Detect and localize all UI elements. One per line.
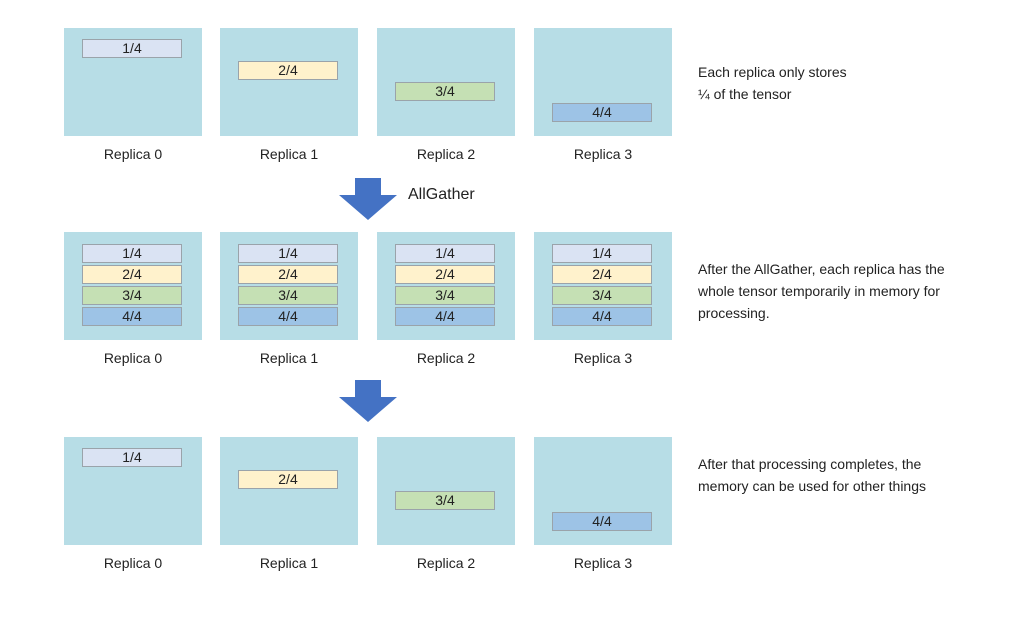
allgather-label: AllGather [408, 186, 475, 203]
replica-label: Replica 0 [103, 350, 163, 366]
shard-4: 4/4 [395, 307, 495, 326]
replica-box: 1/4 2/4 3/4 4/4 [220, 232, 358, 340]
replica-box: 1/4 2/4 3/4 4/4 [534, 232, 672, 340]
replica-label: Replica 3 [573, 146, 633, 162]
shard-2: 2/4 [552, 265, 652, 284]
shard-3: 3/4 [82, 286, 182, 305]
shard-2: 2/4 [238, 61, 338, 80]
note-line: memory can be used for other things [698, 478, 927, 494]
shard-3: 3/4 [395, 491, 495, 510]
replica-label: Replica 3 [573, 555, 633, 571]
arrow-down-icon [339, 178, 397, 220]
arrow-down-icon [339, 380, 397, 422]
shard-4: 4/4 [552, 512, 652, 531]
stage3-note: After that processing completes, the mem… [698, 453, 1008, 497]
replica-box: 1/4 [64, 437, 202, 545]
note-line: After the AllGather, each replica has th… [698, 261, 945, 277]
shard-2: 2/4 [395, 265, 495, 284]
replica-label: Replica 3 [573, 350, 633, 366]
shard-2: 2/4 [238, 265, 338, 284]
replica-label: Replica 0 [103, 146, 163, 162]
shard-2: 2/4 [238, 470, 338, 489]
shard-1: 1/4 [552, 244, 652, 263]
note-line: processing. [698, 305, 770, 321]
replica-label: Replica 0 [103, 555, 163, 571]
shard-4: 4/4 [552, 307, 652, 326]
note-line: After that processing completes, the [698, 456, 922, 472]
shard-4: 4/4 [82, 307, 182, 326]
replica-label: Replica 1 [259, 146, 319, 162]
replica-box: 4/4 [534, 28, 672, 136]
shard-3: 3/4 [395, 82, 495, 101]
stage1-note: Each replica only stores ¼ of the tensor [698, 61, 1008, 105]
shard-2: 2/4 [82, 265, 182, 284]
shard-3: 3/4 [552, 286, 652, 305]
replica-label: Replica 2 [416, 146, 476, 162]
replica-box: 4/4 [534, 437, 672, 545]
shard-1: 1/4 [82, 244, 182, 263]
note-line: whole tensor temporarily in memory for [698, 283, 940, 299]
shard-1: 1/4 [238, 244, 338, 263]
replica-label: Replica 2 [416, 350, 476, 366]
replica-box: 1/4 2/4 3/4 4/4 [377, 232, 515, 340]
stage2-note: After the AllGather, each replica has th… [698, 258, 1008, 324]
replica-label: Replica 2 [416, 555, 476, 571]
shard-1: 1/4 [82, 39, 182, 58]
shard-4: 4/4 [238, 307, 338, 326]
replica-label: Replica 1 [259, 555, 319, 571]
note-line: ¼ of the tensor [698, 86, 792, 102]
shard-3: 3/4 [395, 286, 495, 305]
replica-box: 2/4 [220, 28, 358, 136]
shard-1: 1/4 [82, 448, 182, 467]
shard-1: 1/4 [395, 244, 495, 263]
note-line: Each replica only stores [698, 64, 847, 80]
replica-box: 3/4 [377, 28, 515, 136]
replica-label: Replica 1 [259, 350, 319, 366]
replica-box: 2/4 [220, 437, 358, 545]
replica-box: 1/4 [64, 28, 202, 136]
shard-3: 3/4 [238, 286, 338, 305]
shard-4: 4/4 [552, 103, 652, 122]
replica-box: 1/4 2/4 3/4 4/4 [64, 232, 202, 340]
replica-box: 3/4 [377, 437, 515, 545]
